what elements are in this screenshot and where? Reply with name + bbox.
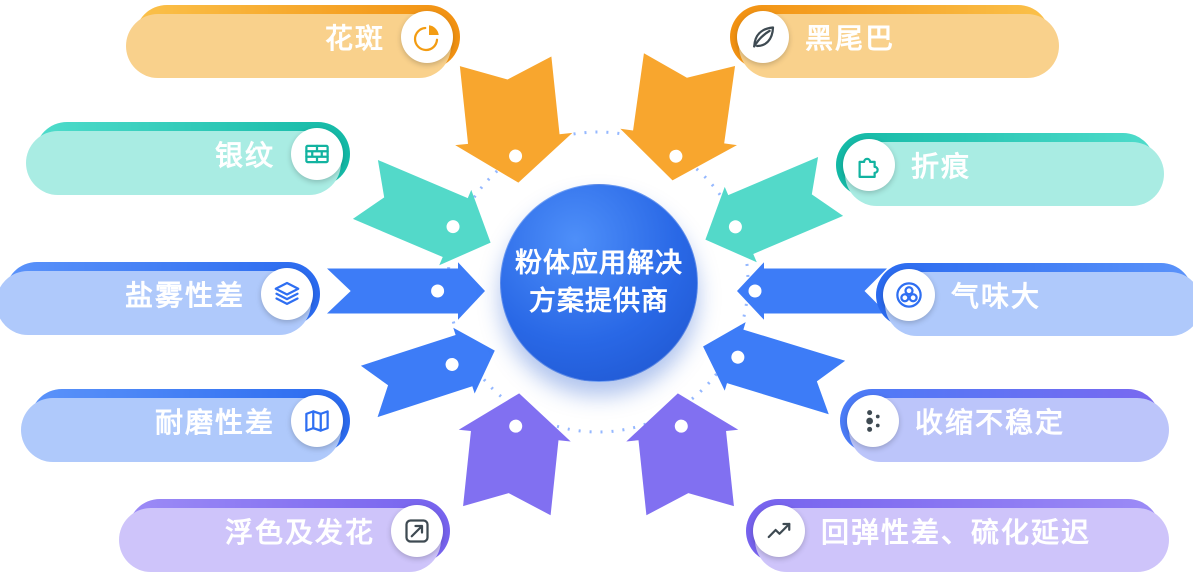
arrow-bottom-left-dot <box>509 419 523 433</box>
arrow-top-right <box>620 53 737 181</box>
arrow-upper-right <box>705 156 844 263</box>
arrow-lower-right-dot <box>731 350 745 364</box>
capsule-zhehen: 折痕 <box>836 133 1155 197</box>
puzzle-icon <box>843 139 895 191</box>
bubbles-icon <box>883 269 935 321</box>
arrow-upper-left-dot <box>446 220 460 234</box>
arrow-lower-right <box>703 322 846 415</box>
capsule-huaban-label: 花斑 <box>324 23 385 54</box>
capsule-yinwen: 银纹 <box>35 122 350 186</box>
pie-chart-icon <box>401 11 453 63</box>
capsule-naimo-label: 耐磨性差 <box>154 407 275 438</box>
capsule-heiweiba: 黑尾巴 <box>730 5 1050 69</box>
capsule-fuse: 浮色及发花 <box>128 499 450 563</box>
dots-icon <box>847 395 899 447</box>
arrow-mid-right <box>737 262 887 320</box>
arrow-mid-left-dot <box>431 284 445 298</box>
arrow-lower-left <box>360 327 495 418</box>
arrow-upper-right-dot <box>728 220 742 234</box>
arrow-bottom-right-dot <box>674 419 688 433</box>
arrow-top-right-dot <box>669 149 683 163</box>
center-node: 粉体应用解决 方案提供商 <box>500 184 698 382</box>
arrow-top-left-dot <box>509 149 523 163</box>
capsule-yanwu: 盐雾性差 <box>5 262 320 326</box>
trend-line-icon <box>753 505 805 557</box>
capsule-shousuo-label: 收缩不稳定 <box>915 407 1066 438</box>
edit-chart-icon <box>391 505 443 557</box>
capsule-naimo: 耐磨性差 <box>30 389 350 453</box>
arrow-upper-left <box>352 159 491 266</box>
capsule-yanwu-label: 盐雾性差 <box>124 280 245 311</box>
center-title-line2: 方案提供商 <box>529 286 669 316</box>
arrow-lower-left-dot <box>445 357 459 371</box>
leaf-icon <box>737 11 789 63</box>
capsule-zhehen-label: 折痕 <box>911 151 972 182</box>
capsule-qiwei: 气味大 <box>876 263 1193 327</box>
map-icon <box>291 395 343 447</box>
capsule-qiwei-label: 气味大 <box>951 281 1042 312</box>
capsule-shousuo: 收缩不稳定 <box>840 389 1160 453</box>
bricks-icon <box>291 128 343 180</box>
capsule-yinwen-label: 银纹 <box>214 140 275 171</box>
arrow-top-left <box>455 56 573 183</box>
arrow-bottom-right <box>626 393 739 516</box>
center-title-line1: 粉体应用解决 <box>515 248 683 279</box>
capsule-fuse-label: 浮色及发花 <box>224 517 375 548</box>
layers-icon <box>261 268 313 320</box>
arrow-bottom-left <box>458 393 571 516</box>
capsule-huaban: 花斑 <box>135 5 460 69</box>
arrow-mid-right-dot <box>748 284 762 298</box>
capsule-huitan: 回弹性差、硫化延迟 <box>746 499 1160 563</box>
capsule-heiweiba-label: 黑尾巴 <box>805 23 896 54</box>
arrow-mid-left <box>327 262 485 320</box>
capsule-huitan-label: 回弹性差、硫化延迟 <box>821 517 1092 548</box>
